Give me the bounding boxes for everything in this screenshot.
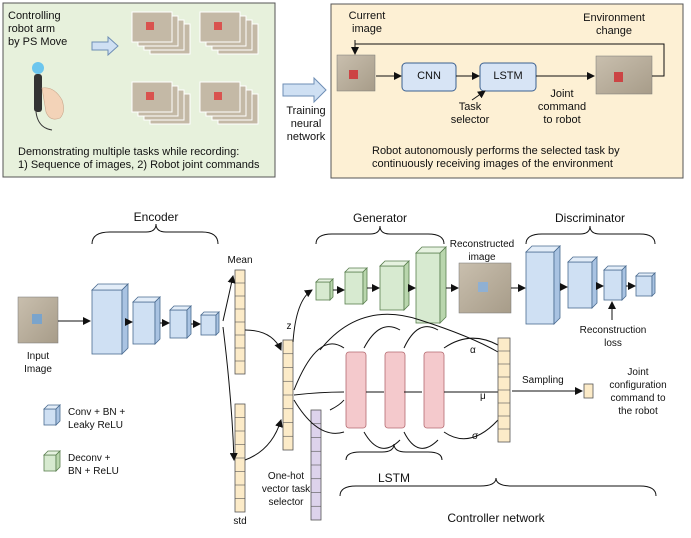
sigma-label: σ — [472, 431, 479, 442]
discriminator-title: Discriminator — [554, 211, 626, 225]
one-hot-vector — [310, 409, 322, 521]
encoder-block-4 — [200, 311, 220, 336]
encoder-block-1 — [91, 283, 129, 355]
encoder-block-3 — [169, 305, 192, 339]
controller-brace — [339, 477, 657, 497]
lstm-block — [479, 62, 537, 92]
std-label: std — [233, 516, 247, 527]
joint-config-block — [583, 383, 594, 399]
discriminator-block-1 — [525, 245, 561, 325]
reconstruction-loss-label: Reconstruction loss — [579, 325, 647, 349]
generator-block-1 — [315, 278, 334, 301]
lstm-cell-2 — [384, 351, 406, 429]
z-label: z — [286, 321, 292, 332]
encoder-title: Encoder — [133, 210, 179, 224]
discriminator-block-4 — [635, 272, 656, 297]
environment-image — [595, 55, 653, 95]
generator-block-2 — [344, 267, 368, 305]
demo-arrow — [91, 35, 119, 57]
lstm-label: LSTM — [493, 70, 523, 82]
reconstructed-image-label: Reconstructed image — [449, 239, 515, 263]
generator-brace — [315, 225, 445, 245]
legend-deconv-label: Deconv + BN + ReLU — [68, 453, 119, 477]
lstm-cell-1 — [345, 351, 367, 429]
joint-command-label: Joint command to robot — [537, 88, 587, 126]
sampling-label: Sampling — [522, 375, 564, 386]
legend-deconv-swatch — [43, 450, 61, 472]
training-label: Training neural network — [286, 105, 326, 143]
encoder-brace — [91, 223, 219, 245]
mu-label: μ — [480, 391, 486, 402]
encoder-block-2 — [132, 296, 161, 345]
z-vector — [282, 339, 294, 451]
training-arrow — [282, 76, 327, 104]
mean-vector — [234, 269, 246, 375]
generator-block-3 — [379, 260, 410, 311]
ps-move-controller-image — [32, 62, 64, 131]
lstm-brace — [345, 443, 443, 461]
current-image — [336, 54, 376, 92]
legend-conv-label: Conv + BN + Leaky ReLU — [68, 407, 126, 431]
control-label: Controlling robot arm by PS Move — [8, 10, 68, 48]
demo-image-stack-3 — [131, 81, 191, 125]
output-vector — [497, 337, 511, 443]
discriminator-brace — [525, 225, 656, 245]
legend-conv-swatch — [43, 404, 61, 426]
controller-network-label: Controller network — [447, 511, 545, 525]
mean-label: Mean — [227, 255, 253, 266]
cnn-block — [401, 62, 457, 92]
generator-title: Generator — [352, 211, 408, 225]
joint-config-label: Joint configuration command to the robot — [609, 367, 667, 417]
environment-change-label: Environment change — [583, 12, 645, 37]
demo-image-stack-4 — [199, 81, 259, 125]
std-vector — [234, 403, 246, 513]
lstm-bottom-label: LSTM — [377, 471, 411, 485]
demo-image-stack-1 — [131, 11, 191, 55]
discriminator-block-2 — [567, 256, 598, 309]
autonomous-caption: Robot autonomously performs the selected… — [372, 145, 620, 170]
alpha-label: α — [470, 345, 476, 356]
generator-block-4 — [415, 246, 447, 324]
task-selector-label: Task selector — [450, 101, 490, 126]
legend — [43, 404, 61, 472]
discriminator-block-3 — [603, 265, 627, 301]
lstm-cell-3 — [423, 351, 445, 429]
controller-connections — [293, 313, 499, 449]
cnn-label: CNN — [417, 70, 441, 82]
demo-image-stack-2 — [199, 11, 259, 55]
input-image-label: Input Image — [24, 351, 52, 375]
demo-caption: Demonstrating multiple tasks while recor… — [18, 146, 260, 171]
current-image-label: Current image — [348, 10, 386, 35]
one-hot-label: One-hot vector task selector — [261, 471, 311, 508]
